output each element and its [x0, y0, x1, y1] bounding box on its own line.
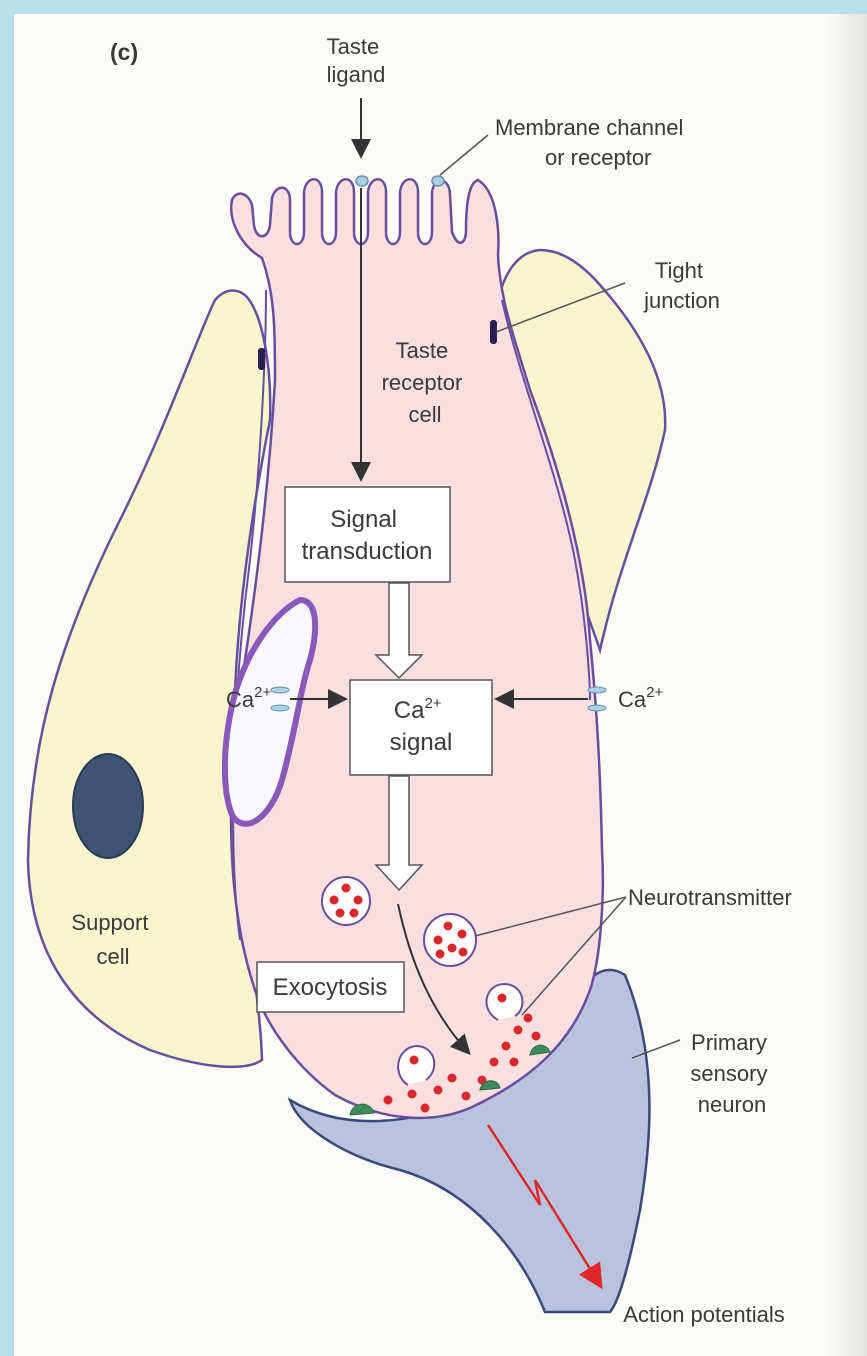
membrane-channel-label: Membrane channel or receptor — [495, 115, 689, 170]
panel-label: (c) — [110, 39, 138, 65]
support-cell-nucleus — [73, 754, 143, 858]
vesicle-2 — [424, 914, 476, 966]
tight-junction-left — [258, 348, 265, 370]
tight-junction-right — [490, 320, 497, 344]
tight-junction-label: Tight junction — [643, 258, 720, 313]
primary-sensory-neuron-label: Primary sensory neuron — [690, 1030, 773, 1117]
left-support-cell — [28, 290, 270, 1066]
ca-signal-box — [350, 680, 492, 775]
action-potentials-label: Action potentials — [623, 1302, 784, 1327]
membrane-receptor-1 — [356, 176, 368, 186]
neurotransmitter-label: Neurotransmitter — [628, 885, 792, 910]
membrane-receptor-2 — [432, 176, 444, 186]
ca-right-label: Ca2+ — [618, 684, 663, 712]
fusing-vesicle-right — [487, 984, 523, 1020]
taste-ligand-label: Taste ligand — [327, 34, 386, 87]
vesicle-1 — [322, 877, 370, 925]
leader-membrane-channel — [440, 135, 488, 175]
exocytosis-label: Exocytosis — [273, 974, 388, 1001]
signal-transduction-box — [285, 487, 450, 582]
